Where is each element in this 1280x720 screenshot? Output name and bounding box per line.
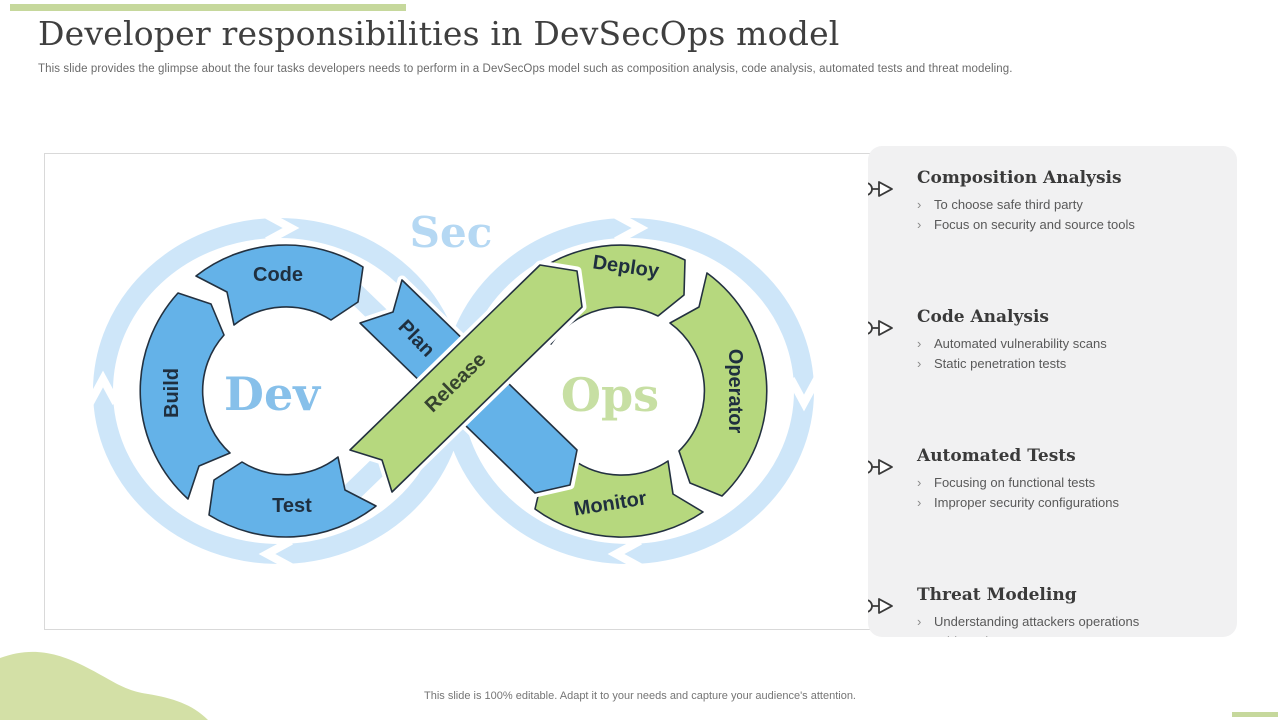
task-section-code-analysis: Code Analysis › Automated vulnerability … [868,306,1237,434]
bullet-marker: › [917,336,922,351]
bullet-item: › Automated vulnerability scans [917,334,1227,354]
bullet-item: › Focusing on functional tests [917,473,1227,493]
tasks-panel: Composition Analysis › To choose safe th… [868,146,1237,637]
release-ribbon [345,260,587,497]
bottom-right-accent-bar [1232,712,1278,717]
page-subtitle: This slide provides the glimpse about th… [38,63,1013,75]
label-sec: Sec [410,208,493,257]
segment-monitor [534,458,704,538]
segment-operator [669,272,768,497]
label-dev: Dev [224,367,321,421]
label-operator: Operator [724,349,746,434]
bullet-marker: › [917,197,922,212]
devsecops-diagram-frame: Code Build Test Plan Release Deploy Oper… [44,153,872,630]
bottom-left-wave [0,651,208,720]
bullet-marker: › [917,495,922,510]
task-section-threat-modeling: Threat Modeling › Understanding attacker… [868,584,1237,637]
bullet-item: › Focus on security and source tools [917,215,1227,235]
label-code: Code [253,264,303,286]
task-section-composition-analysis: Composition Analysis › To choose safe th… [868,167,1237,295]
bullet-item: › Understanding attackers operations [917,612,1227,632]
devops-infinity-diagram: Code Build Test Plan Release Deploy Oper… [86,208,821,571]
label-ops: Ops [561,368,659,422]
bullet-item: › Static penetration tests [917,354,1227,374]
bullet-marker: › [917,217,922,232]
page-title: Developer responsibilities in DevSecOps … [38,14,840,53]
bullet-text: To choose safe third party [934,197,1083,212]
bullet-text: Understanding attackers operations [934,614,1140,629]
bullet-item: › To choose safe third party [917,195,1227,215]
task-title: Code Analysis [917,307,1049,327]
bullet-item: › Add text here [917,632,1227,637]
label-build: Build [161,368,183,418]
bullet-item: › Improper security configurations [917,493,1227,513]
bullet-text: Automated vulnerability scans [934,336,1107,351]
bullet-marker: › [917,475,922,490]
bullet-text: Focusing on functional tests [934,475,1096,490]
task-title: Composition Analysis [917,168,1122,188]
bullet-text: Focus on security and source tools [934,217,1135,232]
task-title: Automated Tests [917,446,1076,466]
footer-note: This slide is 100% editable. Adapt it to… [424,690,856,702]
bullet-text: Static penetration tests [934,356,1067,371]
segment-test [208,456,377,538]
segment-build [139,292,231,500]
bullet-text: Add text here [934,632,1011,637]
circle-arrow-icon [868,181,893,197]
bullet-text: Improper security configurations [934,495,1119,510]
dev-loop [139,244,377,538]
circle-arrow-icon [868,598,893,614]
segment-code [195,244,364,326]
circle-arrow-icon [868,459,893,475]
bullet-marker: › [917,614,922,629]
ops-loop [499,244,768,538]
band-arrow-chevrons [86,211,821,571]
task-section-automated-tests: Automated Tests › Focusing on functional… [868,445,1237,573]
bullet-marker: › [917,632,934,637]
top-accent-bar [10,4,406,11]
bullet-marker: › [917,356,922,371]
circle-arrow-icon [868,320,893,336]
task-title: Threat Modeling [917,585,1077,605]
label-test: Test [272,495,312,517]
